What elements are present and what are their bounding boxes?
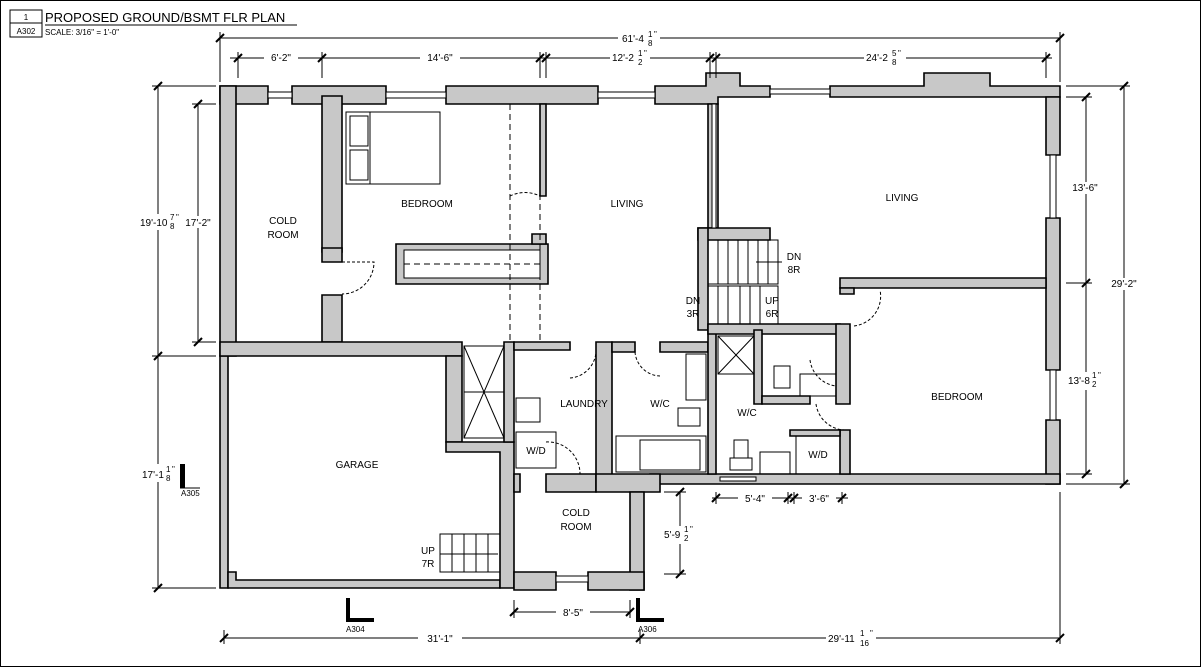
dimension-texts: 61'-4 1 8 " 6'-2" 14'-6" 12'-2 1 2 " 24'… <box>138 28 1142 648</box>
svg-text:": " <box>1098 371 1101 380</box>
cold-room-2-label-line2: ROOM <box>560 522 591 533</box>
svg-text:8: 8 <box>170 222 175 231</box>
svg-text:": " <box>690 525 693 534</box>
fixtures <box>345 111 841 573</box>
svg-text:24'-2: 24'-2 <box>866 53 888 64</box>
svg-text:1: 1 <box>684 525 689 534</box>
stair-labels: DN 8R DN 3R UP 6R UP 7R <box>421 252 801 570</box>
svg-text:8: 8 <box>892 58 897 67</box>
svg-text:1: 1 <box>638 49 643 58</box>
dim-mid-3: 5'-9 1 2 " <box>662 525 698 544</box>
stair-up-6r-line2: 6R <box>766 309 779 320</box>
sheet-number: A302 <box>17 27 36 36</box>
svg-text:8: 8 <box>166 474 171 483</box>
stair-up-6r-line1: UP <box>765 296 779 307</box>
wc-label-2: W/C <box>737 408 756 419</box>
dashed-lines <box>341 104 882 475</box>
svg-text:2: 2 <box>684 534 689 543</box>
svg-text:": " <box>176 213 179 222</box>
laundry-label: LAUNDRY <box>560 399 608 410</box>
dim-top-4: 24'-2 5 8 " <box>864 49 906 67</box>
svg-text:1: 1 <box>860 629 865 638</box>
dim-left-inner: 17'-2" <box>185 218 211 229</box>
dim-top-3: 12'-2 1 2 " <box>610 49 650 67</box>
stair-dn-3r-line2: 3R <box>687 309 700 320</box>
svg-text:13'-8: 13'-8 <box>1068 376 1090 387</box>
svg-text:": " <box>654 30 657 39</box>
plan-scale: SCALE: 3/16" = 1'-0" <box>45 28 119 37</box>
cold-room-2-label-line1: COLD <box>562 508 590 519</box>
stair-up-7r-line1: UP <box>421 546 435 557</box>
svg-text:": " <box>870 629 873 638</box>
dim-top-2: 14'-6" <box>427 53 453 64</box>
stair-up-7r-line2: 7R <box>422 559 435 570</box>
svg-text:5'-9: 5'-9 <box>664 530 681 541</box>
washer-dryer-label-2: W/D <box>808 450 827 461</box>
svg-text:29'-11: 29'-11 <box>828 634 855 645</box>
dimension-lines <box>152 32 1130 644</box>
windows <box>267 88 1057 583</box>
wc-label: W/C <box>650 399 669 410</box>
stair-dn-3r-line1: DN <box>686 296 700 307</box>
svg-text:1: 1 <box>648 30 653 39</box>
living-label: LIVING <box>611 199 644 210</box>
living-label-2: LIVING <box>886 193 919 204</box>
bedroom-label-2: BEDROOM <box>931 392 983 403</box>
title-block: 1 A302 PROPOSED GROUND/BSMT FLR PLAN SCA… <box>9 9 297 38</box>
cold-room-label-line1: COLD <box>269 216 297 227</box>
dim-right-overall: 29'-2" <box>1111 279 1137 290</box>
svg-text:16: 16 <box>860 639 869 648</box>
dim-mid-1: 5'-4" <box>745 494 765 505</box>
section-ref-a306: A306 <box>638 625 657 634</box>
svg-text:": " <box>172 465 175 474</box>
section-ref-a305: A305 <box>181 489 200 498</box>
svg-text:5: 5 <box>892 49 897 58</box>
cold-room-label-line2: ROOM <box>267 230 298 241</box>
svg-text:8: 8 <box>648 39 653 48</box>
dim-right-1: 13'-6" <box>1072 183 1098 194</box>
svg-text:12'-2: 12'-2 <box>612 53 634 64</box>
svg-text:": " <box>898 49 901 58</box>
plan-title: PROPOSED GROUND/BSMT FLR PLAN <box>45 10 285 25</box>
section-ref-a304: A304 <box>346 625 365 634</box>
dim-cold-width: 8'-5" <box>563 608 583 619</box>
svg-text:2: 2 <box>638 58 643 67</box>
svg-text:1: 1 <box>166 465 171 474</box>
garage-label: GARAGE <box>336 460 379 471</box>
dim-mid-2: 3'-6" <box>809 494 829 505</box>
section-markers: A305 A304 A306 <box>180 464 664 634</box>
washer-dryer-label: W/D <box>526 446 545 457</box>
dim-bottom-1: 31'-1" <box>427 634 453 645</box>
dim-overall-top: 61'-4 1 8 " <box>618 28 660 48</box>
stair-dn-8r-line2: 8R <box>788 265 801 276</box>
dim-left-outer: 19'-10 7 8 " <box>138 213 180 231</box>
svg-text:1: 1 <box>1092 371 1097 380</box>
svg-text:61'-4: 61'-4 <box>622 34 644 45</box>
stair-dn-8r-line1: DN <box>787 252 801 263</box>
svg-text:7: 7 <box>170 213 175 222</box>
dim-bottom-2: 29'-11 1 16 " <box>826 629 876 648</box>
detail-number: 1 <box>24 13 29 22</box>
dim-top-1: 6'-2" <box>271 53 291 64</box>
svg-text:19'-10: 19'-10 <box>140 218 168 229</box>
bedroom-label: BEDROOM <box>401 199 453 210</box>
svg-text:": " <box>644 49 647 58</box>
room-labels: COLD ROOM BEDROOM LIVING LIVING GARAGE L… <box>267 193 982 533</box>
svg-text:2: 2 <box>1092 380 1097 389</box>
svg-text:17'-1: 17'-1 <box>142 470 164 481</box>
dim-left-lower: 17'-1 1 8 " <box>140 464 178 483</box>
dim-right-2: 13'-8 1 2 " <box>1066 371 1106 390</box>
